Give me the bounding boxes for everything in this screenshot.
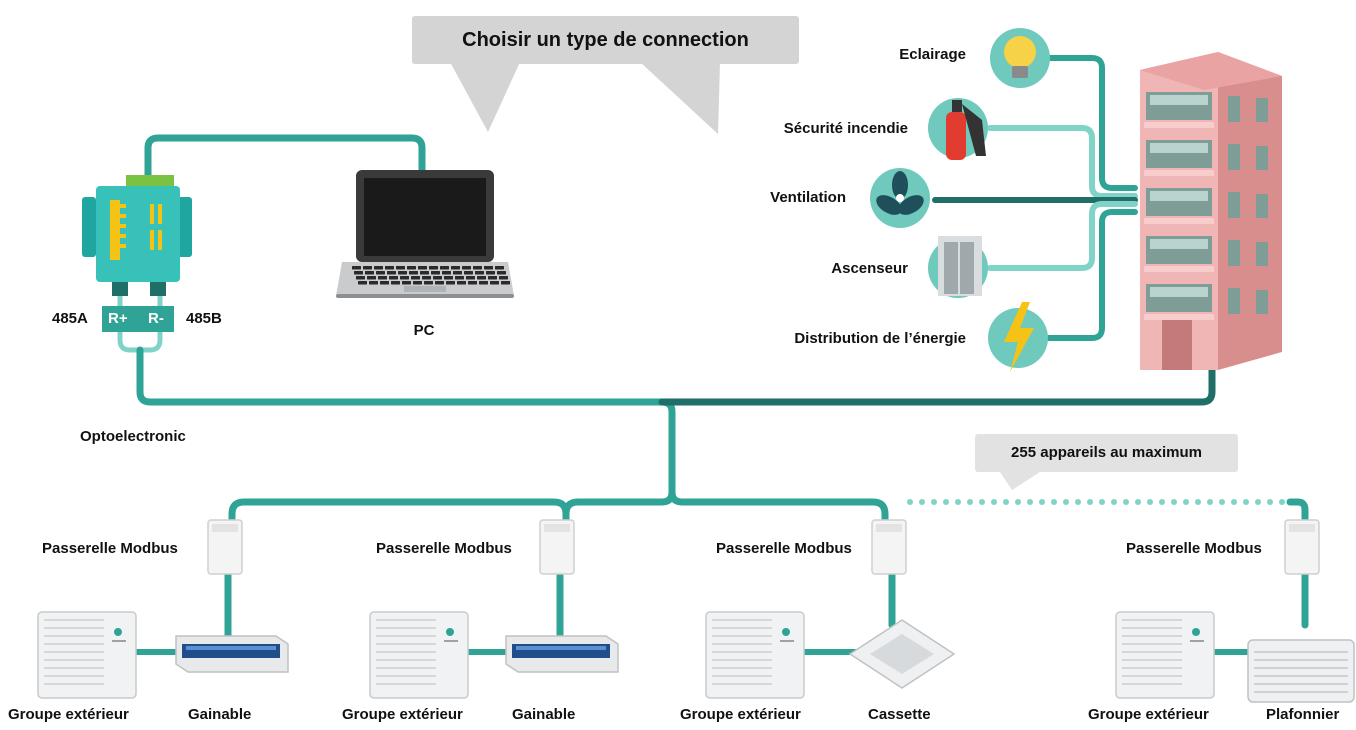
outdoor-unit-label: Groupe extérieur	[1088, 706, 1209, 723]
outdoor-unit-label: Groupe extérieur	[342, 706, 463, 723]
max-devices-bubble	[975, 434, 1238, 490]
laptop-icon	[336, 170, 514, 298]
gateway-devices	[207, 519, 1320, 575]
gateway-label: Passerelle Modbus	[42, 540, 178, 557]
dotted-extension	[907, 499, 1285, 505]
terminal-plus-label: R+	[108, 310, 128, 327]
terminal-minus-label: R-	[148, 310, 164, 327]
modbus-gateway-icon	[1284, 519, 1320, 575]
outdoor-unit-label: Groupe extérieur	[680, 706, 801, 723]
indoor-unit-icon	[505, 635, 619, 673]
outdoor-unit-label: Groupe extérieur	[8, 706, 129, 723]
system-label-ventilation: Ventilation	[770, 189, 846, 206]
fire-extinguisher-icon	[928, 98, 988, 160]
system-label-elevator: Ascenseur	[831, 260, 908, 277]
indoor-unit-label: Plafonnier	[1266, 706, 1340, 723]
indoor-unit-icon	[1247, 639, 1355, 703]
terminal-b-label: 485B	[186, 310, 222, 327]
indoor-unit-label: Gainable	[512, 706, 576, 723]
indoor-unit-icon	[848, 619, 956, 689]
outdoor-unit-icon	[369, 611, 469, 699]
optoelectronic-converter	[82, 175, 192, 332]
gateway-label: Passerelle Modbus	[716, 540, 852, 557]
indoor-unit-label: Gainable	[188, 706, 252, 723]
lightning-bolt-icon	[988, 302, 1048, 372]
wiring	[117, 55, 1309, 655]
fan-icon	[870, 168, 930, 228]
connection-type-bubble	[412, 16, 799, 134]
modbus-gateway-icon	[871, 519, 907, 575]
indoor-unit-icon	[175, 635, 289, 673]
bubble-title: Choisir un type de connection	[462, 29, 749, 51]
outdoor-unit-icon	[37, 611, 137, 699]
gateway-label: Passerelle Modbus	[376, 540, 512, 557]
terminal-a-label: 485A	[52, 310, 88, 327]
modbus-gateway-icon	[207, 519, 243, 575]
system-label-energy: Distribution de l’énergie	[794, 330, 966, 347]
converter-label: Optoelectronic	[80, 428, 186, 445]
max-devices-note: 255 appareils au maximum	[1011, 444, 1202, 461]
elevator-icon	[928, 236, 988, 298]
system-label-lighting: Eclairage	[899, 46, 966, 63]
outdoor-unit-icon	[1115, 611, 1215, 699]
building-icon	[1140, 52, 1282, 370]
indoor-unit-label: Cassette	[868, 706, 931, 723]
modbus-gateway-icon	[539, 519, 575, 575]
pc-label: PC	[413, 322, 435, 339]
hvac-units	[37, 611, 1355, 703]
light-bulb-icon	[990, 28, 1050, 88]
gateway-label: Passerelle Modbus	[1126, 540, 1262, 557]
system-label-fire-safety: Sécurité incendie	[783, 120, 908, 137]
outdoor-unit-icon	[705, 611, 805, 699]
